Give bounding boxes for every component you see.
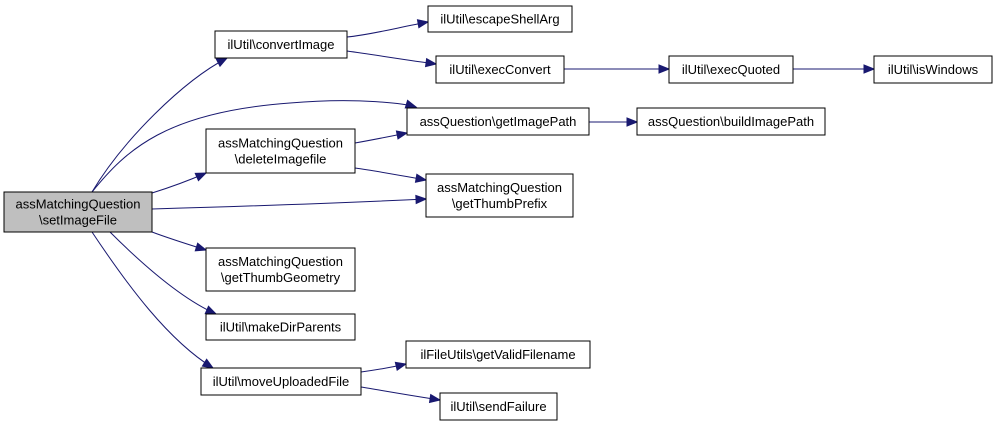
node-send-failure[interactable]: ilUtil\sendFailure bbox=[439, 392, 558, 421]
node-box[interactable] bbox=[439, 392, 558, 421]
node-escape-shell-arg[interactable]: ilUtil\escapeShellArg bbox=[427, 5, 573, 33]
node-box[interactable] bbox=[406, 107, 590, 136]
node-box[interactable] bbox=[425, 173, 574, 218]
arrowhead bbox=[201, 358, 215, 369]
arrowhead bbox=[395, 130, 409, 140]
node-exec-quoted[interactable]: ilUtil\execQuoted bbox=[668, 55, 794, 84]
node-get-thumb-prefix[interactable]: assMatchingQuestion\getThumbPrefix bbox=[425, 173, 574, 218]
node-label: \getThumbGeometry bbox=[221, 270, 341, 285]
arrowhead bbox=[414, 173, 428, 183]
node-make-dir-parents[interactable]: ilUtil\makeDirParents bbox=[205, 313, 356, 341]
node-label: ilUtil\isWindows bbox=[888, 62, 979, 77]
node-label: ilFileUtils\getValidFilename bbox=[420, 347, 575, 362]
call-edges bbox=[91, 19, 876, 404]
node-convert-image[interactable]: ilUtil\convertImage bbox=[214, 30, 348, 59]
node-label: ilUtil\makeDirParents bbox=[220, 320, 342, 335]
arrowhead bbox=[416, 19, 430, 29]
node-label: \setImageFile bbox=[39, 213, 117, 228]
arrowhead bbox=[415, 194, 428, 205]
node-label: ilUtil\moveUploadedFile bbox=[213, 374, 350, 389]
node-box[interactable] bbox=[636, 107, 826, 136]
node-label: ilUtil\escapeShellArg bbox=[440, 12, 559, 27]
arrowhead bbox=[626, 117, 639, 127]
node-label: ilUtil\execQuoted bbox=[682, 62, 780, 77]
node-label: assMatchingQuestion bbox=[437, 180, 562, 195]
node-label: assMatchingQuestion bbox=[15, 197, 140, 212]
edge-set-image-file-to-get-thumb-geometry bbox=[151, 231, 208, 252]
edge-set-image-file-to-make-dir-parents bbox=[109, 231, 218, 315]
node-get-image-path[interactable]: assQuestion\getImagePath bbox=[406, 107, 590, 136]
arrowhead bbox=[204, 305, 218, 315]
edge-delete-imagefile-to-get-thumb-prefix bbox=[354, 167, 428, 183]
edge-convert-image-to-exec-convert bbox=[346, 50, 438, 68]
arrowhead bbox=[194, 242, 208, 252]
node-is-windows[interactable]: ilUtil\isWindows bbox=[873, 55, 993, 84]
node-box[interactable] bbox=[200, 367, 362, 396]
edge-set-image-file-to-move-uploaded-file bbox=[91, 231, 215, 369]
node-box[interactable] bbox=[668, 55, 794, 84]
arrowhead bbox=[404, 99, 418, 109]
node-box[interactable] bbox=[214, 30, 348, 59]
edge-set-image-file-to-convert-image bbox=[91, 57, 229, 193]
node-label: assQuestion\buildImagePath bbox=[648, 114, 814, 129]
call-nodes: assMatchingQuestion\setImageFileilUtil\c… bbox=[3, 5, 993, 421]
node-label: ilUtil\convertImage bbox=[228, 37, 335, 52]
node-build-image-path[interactable]: assQuestion\buildImagePath bbox=[636, 107, 826, 136]
node-label: \getThumbPrefix bbox=[452, 196, 548, 211]
edge-get-image-path-to-build-image-path bbox=[589, 117, 639, 127]
node-label: assMatchingQuestion bbox=[218, 136, 343, 151]
node-label: \deleteImagefile bbox=[235, 152, 327, 167]
node-box[interactable] bbox=[205, 128, 356, 174]
edge-exec-quoted-to-is-windows bbox=[793, 64, 876, 74]
edge-exec-convert-to-exec-quoted bbox=[564, 64, 671, 74]
arrowhead bbox=[394, 361, 408, 371]
node-get-valid-filename[interactable]: ilFileUtils\getValidFilename bbox=[405, 340, 591, 369]
edge-move-uploaded-file-to-send-failure bbox=[360, 386, 442, 404]
node-box[interactable] bbox=[205, 247, 356, 292]
node-get-thumb-geometry[interactable]: assMatchingQuestion\getThumbGeometry bbox=[205, 247, 356, 292]
edge-delete-imagefile-to-get-image-path bbox=[354, 130, 409, 144]
node-move-uploaded-file[interactable]: ilUtil\moveUploadedFile bbox=[200, 367, 362, 396]
edge-move-uploaded-file-to-get-valid-filename bbox=[360, 361, 408, 373]
edge-set-image-file-to-delete-imagefile bbox=[151, 172, 208, 194]
arrowhead bbox=[424, 57, 438, 68]
edge-set-image-file-to-get-image-path bbox=[91, 99, 418, 193]
node-label: assQuestion\getImagePath bbox=[420, 114, 577, 129]
node-set-image-file[interactable]: assMatchingQuestion\setImageFile bbox=[3, 191, 153, 233]
arrowhead bbox=[863, 64, 876, 74]
node-box[interactable] bbox=[873, 55, 993, 84]
edge-convert-image-to-escape-shell-arg bbox=[346, 19, 430, 38]
arrowhead bbox=[215, 57, 229, 68]
node-exec-convert[interactable]: ilUtil\execConvert bbox=[435, 55, 565, 84]
node-label: ilUtil\sendFailure bbox=[450, 399, 546, 414]
node-box[interactable] bbox=[3, 191, 153, 233]
edge-set-image-file-to-get-thumb-prefix bbox=[151, 194, 428, 210]
node-box[interactable] bbox=[205, 313, 356, 341]
node-box[interactable] bbox=[435, 55, 565, 84]
node-box[interactable] bbox=[427, 5, 573, 33]
node-delete-imagefile[interactable]: assMatchingQuestion\deleteImagefile bbox=[205, 128, 356, 174]
arrowhead bbox=[428, 393, 442, 404]
arrowhead bbox=[658, 64, 671, 74]
node-label: assMatchingQuestion bbox=[218, 254, 343, 269]
arrowhead bbox=[194, 172, 208, 182]
node-label: ilUtil\execConvert bbox=[449, 62, 551, 77]
node-box[interactable] bbox=[405, 340, 591, 369]
